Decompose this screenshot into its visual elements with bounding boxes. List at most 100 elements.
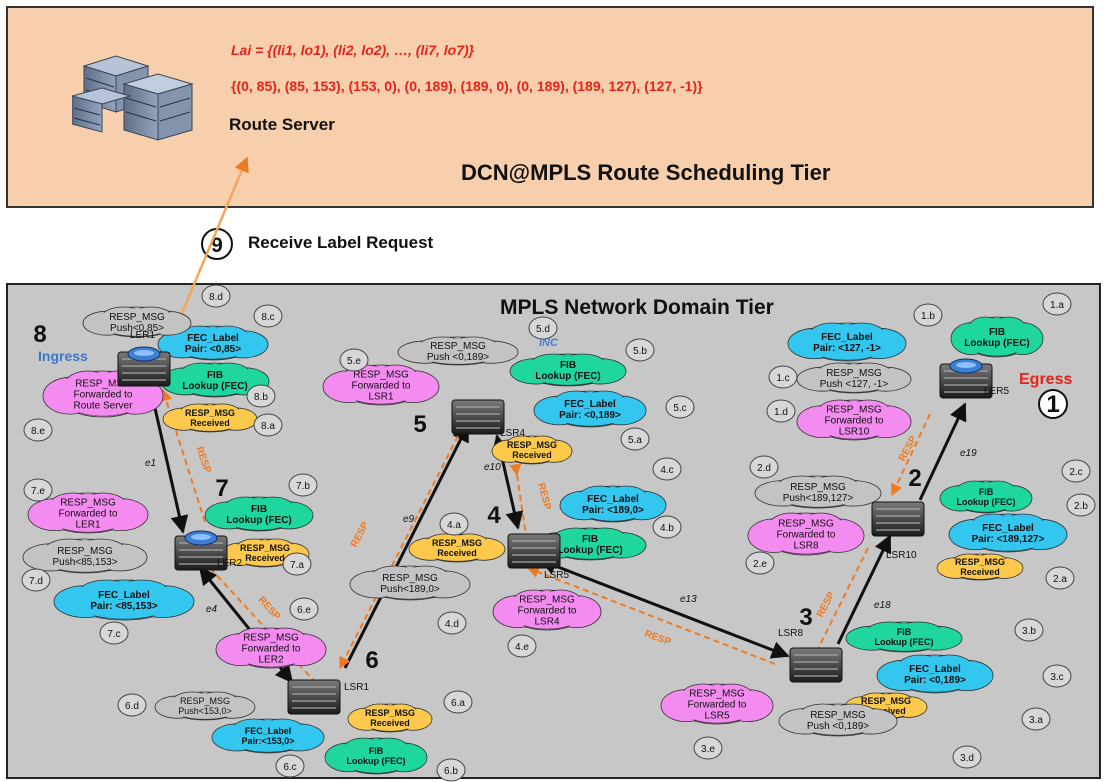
step-label-text: 5.d <box>536 324 550 335</box>
step-label-3-b: 3.b <box>1014 618 1044 642</box>
cloud-1d-text: RESP_MSG <box>826 405 882 416</box>
step-label-text: 2.a <box>1053 574 1067 585</box>
cloud-8a-text: RESP_MSG <box>185 408 235 418</box>
cloud-7b-text: Lookup (FEC) <box>226 515 292 526</box>
step-label-8-a: 8.a <box>253 413 283 437</box>
cloud-1b-text: Pair: <127, -1> <box>813 343 881 354</box>
domain-tier-title: MPLS Network Domain Tier <box>500 296 774 319</box>
cloud-2a-text: RESP_MSG <box>955 557 1005 567</box>
step-label-text: 7.b <box>296 481 310 492</box>
cloud-2d-text: Push<189,127> <box>783 493 854 504</box>
step-label-6-e: 6.e <box>289 597 319 621</box>
step-label-text: 3.d <box>960 753 974 764</box>
edge-label-e1: e1 <box>145 458 156 469</box>
step-label-1-c: 1.c <box>768 365 798 389</box>
cloud-6a-text: Received <box>370 718 410 728</box>
cloud-5a-text: RESP_MSG <box>507 440 557 450</box>
edge-label-e18: e18 <box>874 600 891 611</box>
step-5-badge: 5 <box>413 411 426 438</box>
cloud-8b-text: FIB <box>207 370 223 381</box>
step-label-2-d: 2.d <box>749 455 779 479</box>
cloud-3b-text: Lookup (FEC) <box>875 637 934 647</box>
cloud-5a-text: Received <box>512 450 552 460</box>
cloud-8e-text: RESP_MSG <box>75 379 131 390</box>
cloud-5e-text: RESP_MSG <box>353 370 409 381</box>
edge-label-e10: e10 <box>484 462 501 473</box>
cloud-8e-text: Route Server <box>74 401 134 412</box>
cloud-2e-text: Forwarded to <box>777 530 836 541</box>
step-7-badge: 7 <box>215 475 228 502</box>
step-label-text: 1.b <box>921 311 935 322</box>
cloud-5b-text: FIB <box>560 360 576 371</box>
step-label-5-c: 5.c <box>665 395 695 419</box>
step-label-8-d: 8.d <box>201 284 231 308</box>
cloud-4d-text: Push<189,0> <box>380 584 440 595</box>
step-label-text: 7.e <box>31 486 45 497</box>
cloud-6e-text: LER2 <box>258 655 283 666</box>
step-label-text: 5.e <box>347 356 361 367</box>
step-label-text: 8.e <box>31 426 45 437</box>
cloud-4d-text: RESP_MSG <box>382 573 438 584</box>
cloud-5d-text: Push <0,189> <box>427 352 489 363</box>
step-label-text: 4.e <box>515 642 529 653</box>
step-label-1-d: 1.d <box>766 399 796 423</box>
cloud-5c-text: FEC_Label <box>564 399 616 410</box>
cloud-3d-text: RESP_MSG <box>810 710 866 721</box>
step-label-2-c: 2.c <box>1061 459 1091 483</box>
step-label-text: 6.c <box>283 762 296 773</box>
step-label-7-a: 7.a <box>282 552 312 576</box>
cloud-4c-text: Pair: <189,0> <box>582 505 644 516</box>
step-label-5-a: 5.a <box>620 427 650 451</box>
step-9-number: 9 <box>211 234 223 257</box>
cloud-7b-text: FIB <box>251 504 267 515</box>
cloud-5d-text: RESP_MSG <box>430 341 486 352</box>
resp-arrows <box>160 388 931 696</box>
lsr4-node: LSR4 <box>451 399 525 439</box>
ingress-label: Ingress <box>38 348 88 364</box>
step-5-number: 5 <box>413 411 426 438</box>
step-7-number: 7 <box>215 475 228 502</box>
step-label-5-d: 5.d <box>528 316 558 340</box>
step-label-text: 4.d <box>445 619 459 630</box>
step-label-text: 5.a <box>628 435 642 446</box>
step-label-2-e: 2.e <box>745 551 775 575</box>
step-label-4-c: 4.c <box>652 457 682 481</box>
cloud-8e-text: Forwarded to <box>74 390 133 401</box>
step-label-7-e: 7.e <box>23 478 53 502</box>
cloud-6e-text: Forwarded to <box>242 644 301 655</box>
cloud-7c-text: Pair: <85,153> <box>90 601 157 612</box>
step-label-text: 3.e <box>701 744 715 755</box>
lsr1-node: LSR1 <box>287 679 369 715</box>
ler5-label: LER5 <box>984 386 1009 397</box>
lsr5-label: LSR5 <box>544 570 569 581</box>
step-label-text: 8.b <box>254 392 268 403</box>
step-label-5-e: 5.e <box>339 348 369 372</box>
cloud-3c-text: FEC_Label <box>909 664 961 675</box>
step-label-text: 5.c <box>673 403 686 414</box>
step-label-text: 5.b <box>633 346 647 357</box>
cloud-1d-text: Forwarded to <box>825 416 884 427</box>
ler5-node: LER5 <box>939 358 1009 399</box>
step-9-label: Receive Label Request <box>248 233 434 252</box>
step-label-text: 3.b <box>1022 626 1036 637</box>
cloud-6d-text: Push<153,0> <box>178 706 232 716</box>
step-1-badge: 1 <box>1038 389 1068 419</box>
cloud-4a-text: RESP_MSG <box>432 538 482 548</box>
cloud-5e-text: Forwarded to <box>352 381 411 392</box>
cloud-6c-text: Pair:<153,0> <box>241 736 294 746</box>
